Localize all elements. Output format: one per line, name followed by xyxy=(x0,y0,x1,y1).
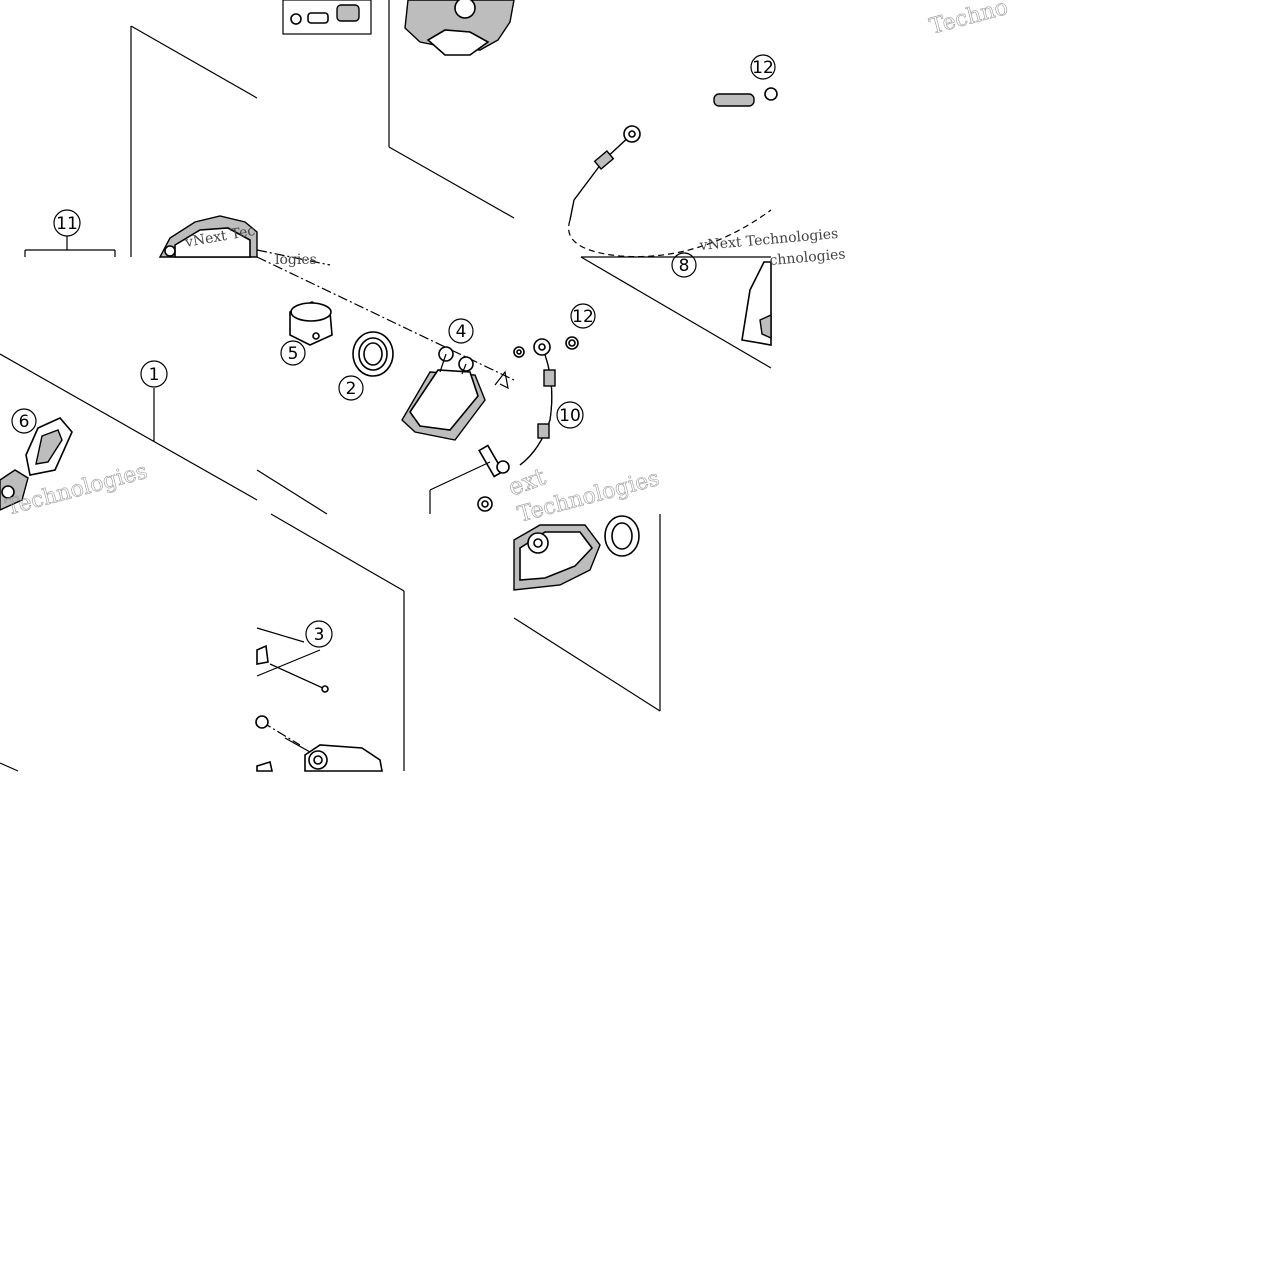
callout-12-upper-label: 12 xyxy=(752,58,774,78)
watermark-technologies-left: Technologies xyxy=(3,459,150,521)
bleeder-valve-set xyxy=(290,4,360,25)
callout-2: 2 xyxy=(338,375,364,401)
piston-seal xyxy=(352,331,394,377)
callout-2-label: 2 xyxy=(346,379,357,399)
callout-1-label: 1 xyxy=(149,365,160,385)
caliper-body-bottom xyxy=(304,744,383,772)
tile-center xyxy=(256,256,515,515)
tile-bottom-left xyxy=(0,762,19,772)
caliper-carrier-bottom xyxy=(513,515,640,591)
pad-retainer-clip xyxy=(25,417,73,476)
callout-8-label: 8 xyxy=(679,256,690,276)
callout-6-label: 6 xyxy=(19,412,30,432)
callout-5-label: 5 xyxy=(288,344,299,364)
callout-12-lower-label: 12 xyxy=(572,307,594,327)
callout-6: 6 xyxy=(11,408,37,434)
callout-5: 5 xyxy=(280,340,306,366)
callout-11-label: 11 xyxy=(56,214,78,234)
banjo-bolt xyxy=(478,444,510,478)
watermarks: Techno vNext Tec logies vNext Technologi… xyxy=(3,0,1011,528)
watermark-chnologies: chnologies xyxy=(769,246,846,269)
tile-top-center xyxy=(256,0,515,266)
brake-hose-upper xyxy=(569,125,641,221)
caliper-fragment-top-left xyxy=(158,215,258,258)
slide-pin-bolt xyxy=(255,715,311,753)
tile-bottom-right xyxy=(513,514,661,712)
caliper-body-top xyxy=(404,0,515,56)
callout-3-label: 3 xyxy=(314,625,325,645)
callout-12-lower: 12 xyxy=(570,303,596,329)
callout-4-label: 4 xyxy=(456,322,467,342)
tile-mid-left xyxy=(0,353,258,511)
brake-hose-lower xyxy=(519,338,556,466)
callout-3: 3 xyxy=(305,620,333,648)
callout-8: 8 xyxy=(671,252,697,278)
watermark-logies: logies xyxy=(275,252,317,268)
pad-spring-clip xyxy=(494,370,509,390)
watermark-techno: Techno xyxy=(927,0,1011,40)
tile-top-left xyxy=(24,25,258,258)
callout-4: 4 xyxy=(448,318,474,344)
tile-top-right xyxy=(568,87,778,258)
callout-1: 1 xyxy=(140,360,168,388)
pad-retaining-pin xyxy=(256,644,329,693)
tile-mid-right xyxy=(513,256,772,466)
brake-pad xyxy=(401,346,486,441)
callout-10-label: 10 xyxy=(559,406,581,426)
tile-bottom-center xyxy=(255,513,405,772)
callout-10: 10 xyxy=(556,401,584,429)
callout-12-upper: 12 xyxy=(750,54,776,80)
copper-washers xyxy=(513,336,579,358)
caliper-fragment-left xyxy=(0,469,29,511)
caliper-piston xyxy=(289,301,333,346)
caliper-bracket-right xyxy=(741,261,772,346)
callout-11: 11 xyxy=(53,209,81,237)
bleeder-screw-upper xyxy=(713,87,778,107)
